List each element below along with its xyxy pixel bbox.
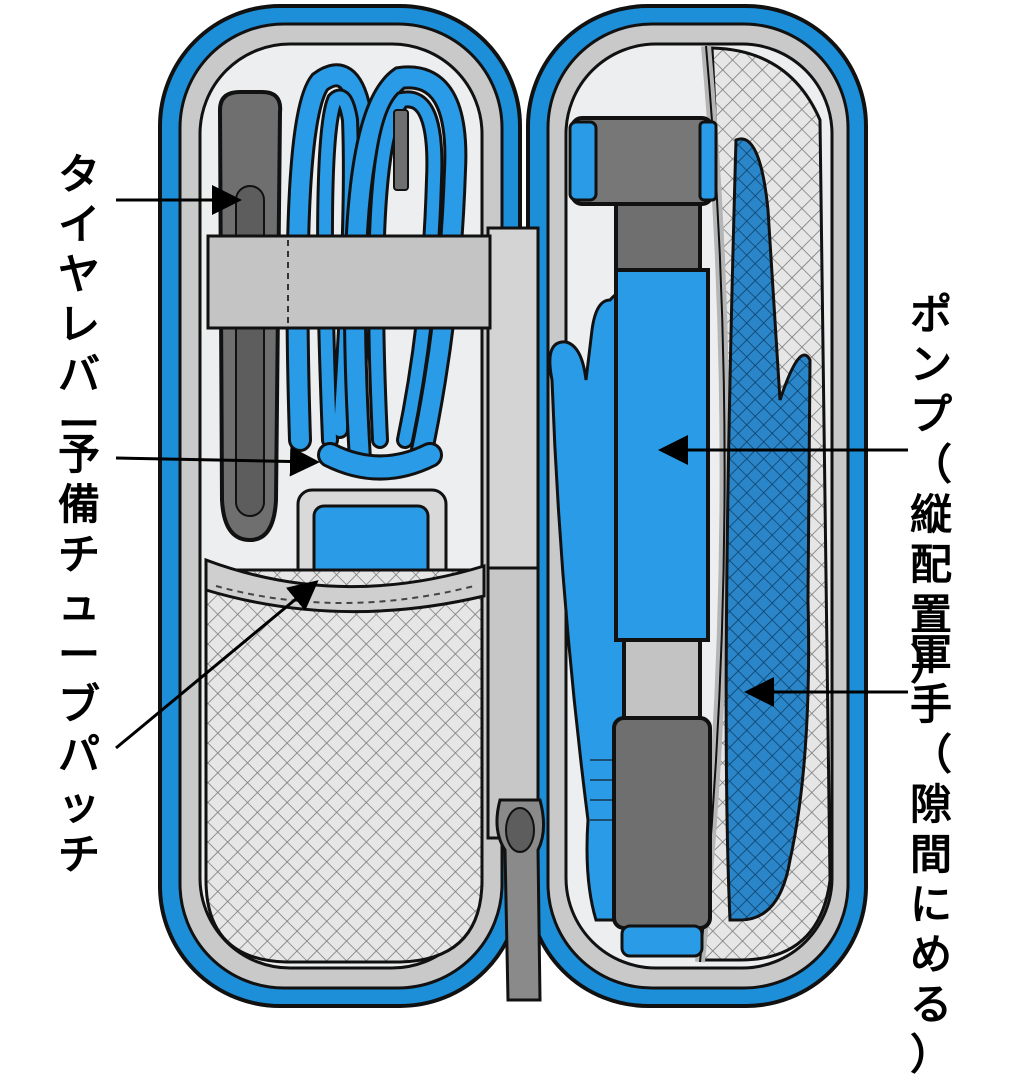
label-glyph: ポ (910, 290, 953, 339)
label-glyph: ） (910, 1030, 953, 1079)
case-spine (486, 226, 540, 840)
arrow-patch (115, 580, 319, 750)
label-glyph: め (910, 930, 953, 979)
label-glyph: タ (58, 150, 101, 199)
arrow-spare-tube (115, 446, 320, 477)
label-glyph: ン (910, 340, 953, 389)
label-pump: ポンプ（縦配置） (910, 290, 952, 690)
label-glyph: に (910, 880, 953, 929)
label-glyph: （ (910, 730, 953, 779)
arrows (115, 185, 908, 750)
label-glyph: ュ (58, 580, 101, 629)
label-glyph: 軍 (910, 630, 953, 679)
label-glyph: バ (58, 350, 101, 399)
label-glyph: （ (910, 440, 953, 489)
label-glyph: レ (58, 300, 101, 349)
label-glyph: ー (58, 630, 101, 679)
label-glyph: パ (58, 730, 101, 779)
label-glyph: ） (910, 640, 953, 689)
label-glyph: 隙 (910, 780, 953, 829)
label-glyph: 置 (910, 590, 953, 639)
label-glyph: 間 (910, 830, 953, 879)
label-glyph: 手 (910, 680, 953, 729)
label-glyph: ッ (58, 780, 101, 829)
case-illustration (115, 4, 908, 1008)
label-patch: パッチ (58, 730, 100, 880)
label-spare-tube: 予備チューブ (58, 430, 100, 730)
label-gloves: 軍手（隙間にめる） (910, 630, 952, 1080)
left-mesh-pocket (204, 557, 486, 964)
label-glyph: 備 (58, 480, 101, 529)
label-glyph: ー (58, 400, 101, 449)
label-glyph: チ (58, 830, 101, 879)
label-glyph: 縦 (910, 490, 953, 539)
label-glyph: プ (910, 390, 953, 439)
label-glyph: ヤ (58, 250, 101, 299)
elastic-strap (206, 234, 492, 330)
zipper-pull[interactable] (495, 798, 545, 1002)
label-glyph: ブ (58, 680, 101, 729)
label-glyph: チ (58, 530, 101, 579)
pump (568, 116, 718, 958)
tube-valve (393, 109, 409, 191)
label-glyph: 配 (910, 540, 953, 589)
label-tire-lever: タイヤレバー (58, 150, 100, 450)
glove-in-mesh (724, 137, 812, 922)
label-glyph: イ (58, 200, 101, 249)
label-glyph: 予 (58, 430, 101, 479)
label-glyph: る (910, 980, 953, 1029)
